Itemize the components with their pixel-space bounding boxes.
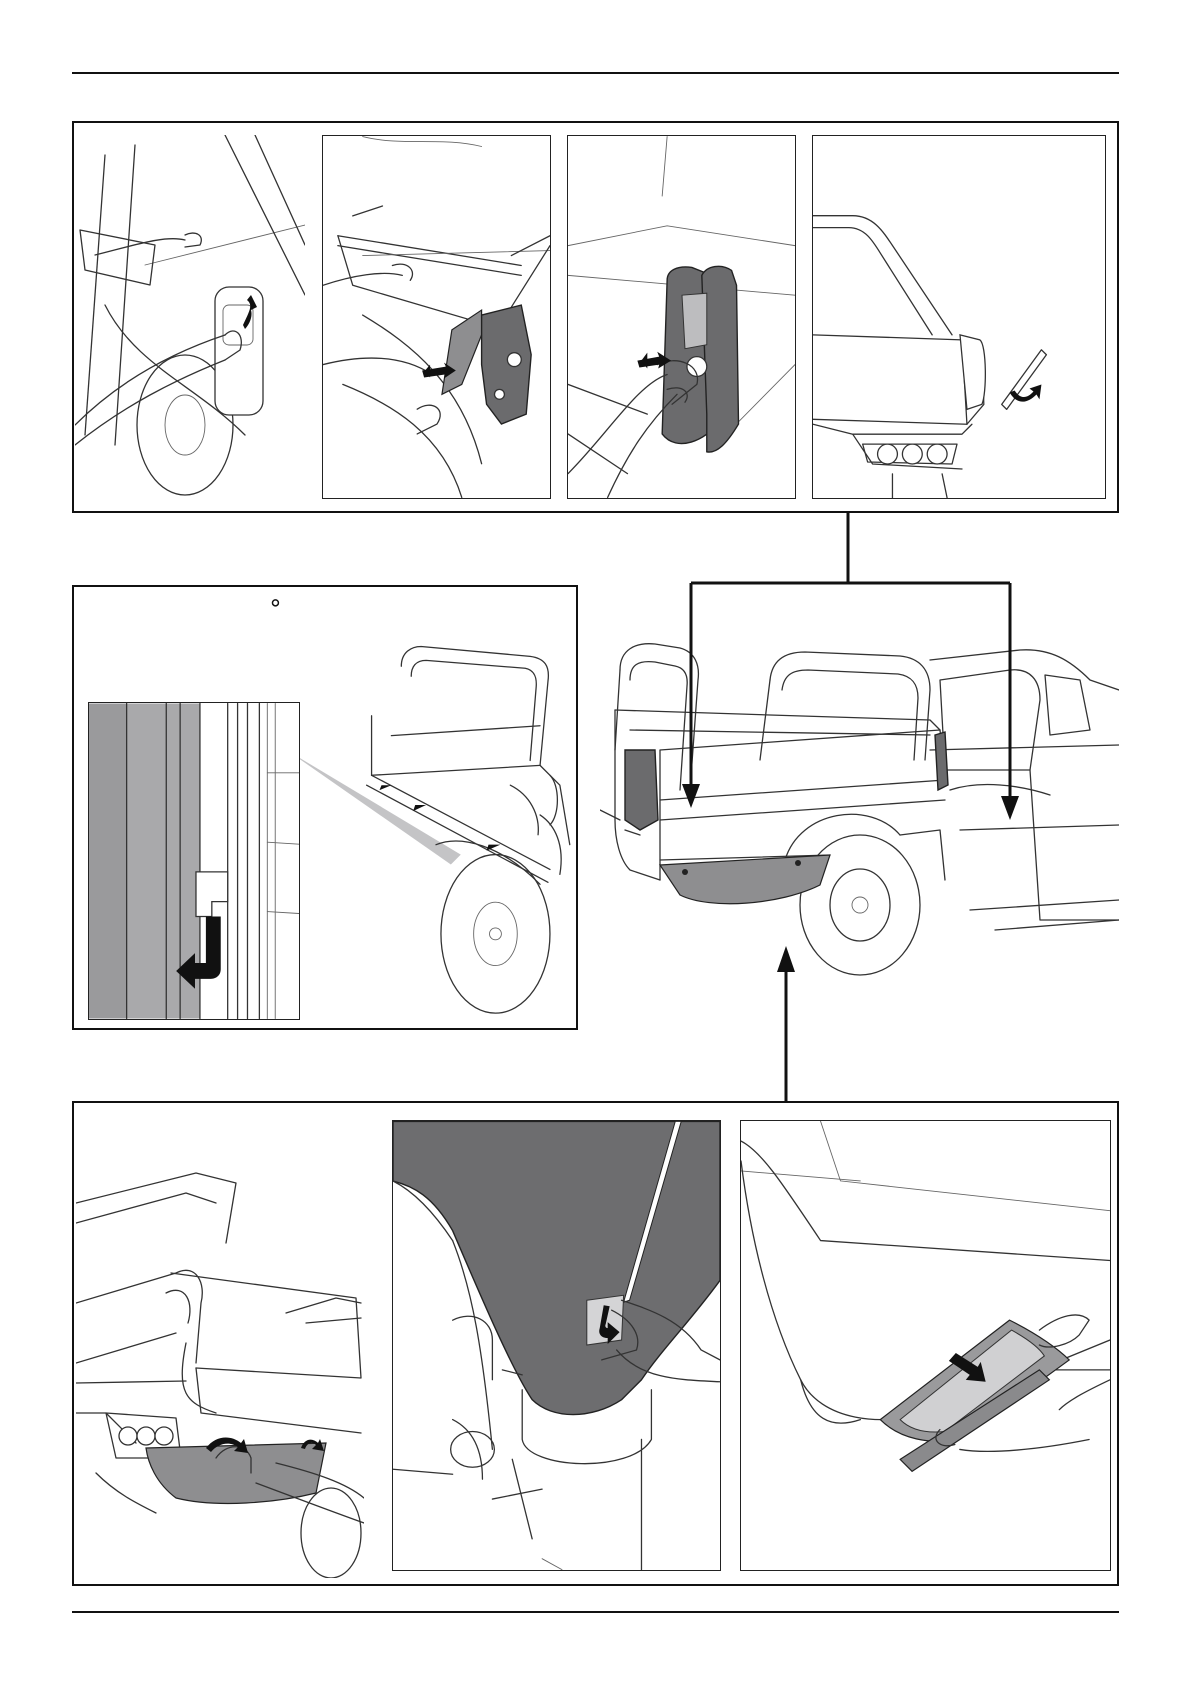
latch-lift-illustration [75, 135, 305, 499]
mud-flap-clip-illustration [393, 1121, 720, 1570]
step-panel-2 [322, 135, 551, 499]
step-panel-4 [812, 135, 1106, 499]
tailgate-open-illustration [813, 136, 1105, 498]
step-panel-3 [567, 135, 796, 499]
rail-hook-detail-illustration [89, 703, 299, 1019]
step-panel-6 [392, 1120, 721, 1571]
lamp-cover-removal-illustration [568, 136, 795, 498]
pickup-truck-overview-illustration [600, 620, 1119, 1040]
side-rail-frame [72, 585, 578, 1030]
hinge-release-illustration [323, 136, 550, 498]
rail-hook-detail-inset [88, 702, 300, 1020]
header-rule [72, 72, 1119, 74]
top-steps-frame [72, 121, 1119, 513]
rear-step-cover-illustration [76, 1113, 364, 1578]
step-panel-1 [75, 135, 305, 499]
step-panel-slide-illustration [741, 1121, 1110, 1570]
pickup-overview [600, 620, 1119, 1040]
bottom-steps-frame [72, 1101, 1119, 1586]
step-panel-5 [76, 1113, 364, 1578]
footer-rule [72, 1611, 1119, 1613]
step-panel-7 [740, 1120, 1111, 1571]
